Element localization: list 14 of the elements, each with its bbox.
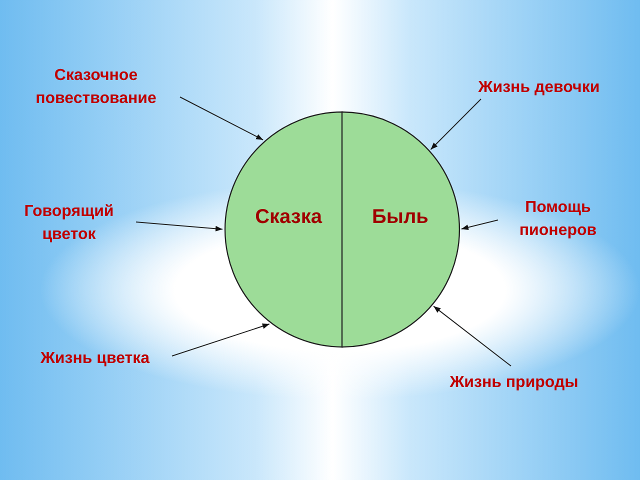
arrow [430, 98, 482, 150]
label-text: Жизнь природы [434, 371, 594, 394]
arrow [433, 306, 512, 366]
label-text: Говорящий цветок [2, 200, 136, 246]
label-text: Жизнь девочки [450, 76, 628, 99]
label-text: Сказочное повествование [12, 64, 180, 110]
arrow [136, 222, 223, 232]
arrow [172, 324, 270, 356]
half-label: Быль [372, 206, 428, 228]
half-label: Сказка [255, 206, 322, 228]
label-text: Помощь пионеров [498, 196, 618, 242]
arrow [180, 96, 264, 140]
label-text: Жизнь цветка [16, 347, 174, 370]
arrow [460, 220, 498, 230]
